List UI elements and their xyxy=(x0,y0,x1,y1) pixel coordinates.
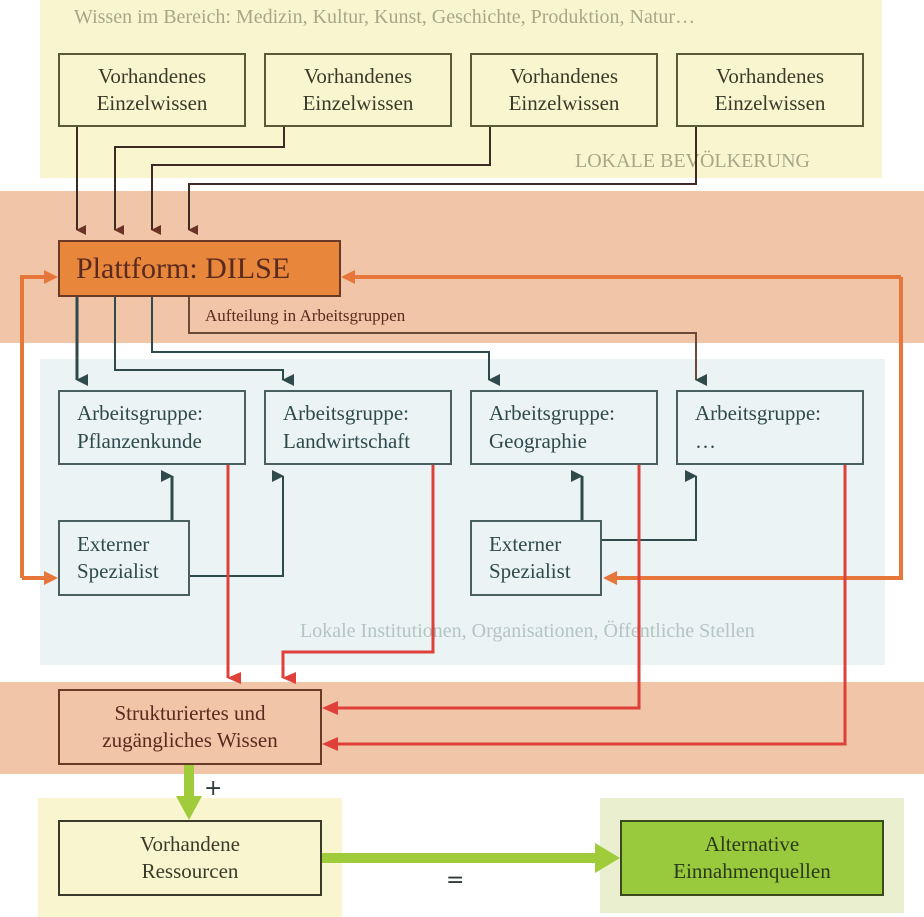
wire-knowledge-4 xyxy=(188,126,697,235)
wire-split-2 xyxy=(114,296,294,386)
specialist-wires xyxy=(161,470,697,577)
structured-knowledge-box: Strukturiertes und zugängliches Wissen xyxy=(58,689,322,765)
arrow-to-resources xyxy=(176,796,202,820)
feedback-wires xyxy=(20,270,903,585)
split-label: Aufteilung in Arbeitsgruppen xyxy=(205,306,406,325)
wire-split-3 xyxy=(151,296,500,386)
output-wires xyxy=(226,465,847,751)
alternative-income-box: Alternative Einnahmenquellen xyxy=(620,820,884,896)
knowledge-box: Vorhandenes Einzelwissen xyxy=(264,53,452,127)
wire-output-2 xyxy=(281,465,435,684)
wire-output-4 xyxy=(336,465,847,746)
arrow-to-income xyxy=(595,843,620,873)
knowledge-box: Vorhandenes Einzelwissen xyxy=(676,53,864,127)
wire-feedback-left xyxy=(20,275,48,578)
split-wires xyxy=(75,296,707,386)
working-group-box: Arbeitsgruppe: Pflanzenkunde xyxy=(58,390,246,465)
wire-output-3 xyxy=(336,465,641,710)
local-population-caption: LOKALE BEVÖLKERUNG xyxy=(575,150,810,172)
platform-dilse-box: Plattform: DILSE xyxy=(58,240,341,297)
external-specialist-box: Externer Spezialist xyxy=(58,520,190,596)
wire-spec1-group2 xyxy=(190,470,284,577)
input-wires xyxy=(76,126,697,235)
result-wires xyxy=(176,765,620,873)
knowledge-box: Vorhandenes Einzelwissen xyxy=(470,53,658,127)
existing-resources-box: Vorhandene Ressourcen xyxy=(58,820,322,896)
equals-operator: = xyxy=(446,868,465,893)
knowledge-domains-title: Wissen im Bereich: Medizin, Kultur, Kuns… xyxy=(74,6,696,28)
external-specialist-box: Externer Spezialist xyxy=(470,520,602,596)
wire-split-4 xyxy=(188,296,707,386)
platform-label: Plattform: DILSE xyxy=(76,252,291,285)
wire-spec2-group4 xyxy=(602,470,697,541)
institutions-caption: Lokale Institutionen, Organisationen, Öf… xyxy=(300,620,755,642)
wire-knowledge-2 xyxy=(114,126,285,235)
working-group-box: Arbeitsgruppe: Landwirtschaft xyxy=(264,390,452,465)
wire-knowledge-3 xyxy=(151,126,491,235)
plus-operator: + xyxy=(204,776,223,801)
working-group-box: Arbeitsgruppe: … xyxy=(676,390,864,465)
working-group-box: Arbeitsgruppe: Geographie xyxy=(470,390,658,465)
knowledge-box: Vorhandenes Einzelwissen xyxy=(58,53,246,127)
